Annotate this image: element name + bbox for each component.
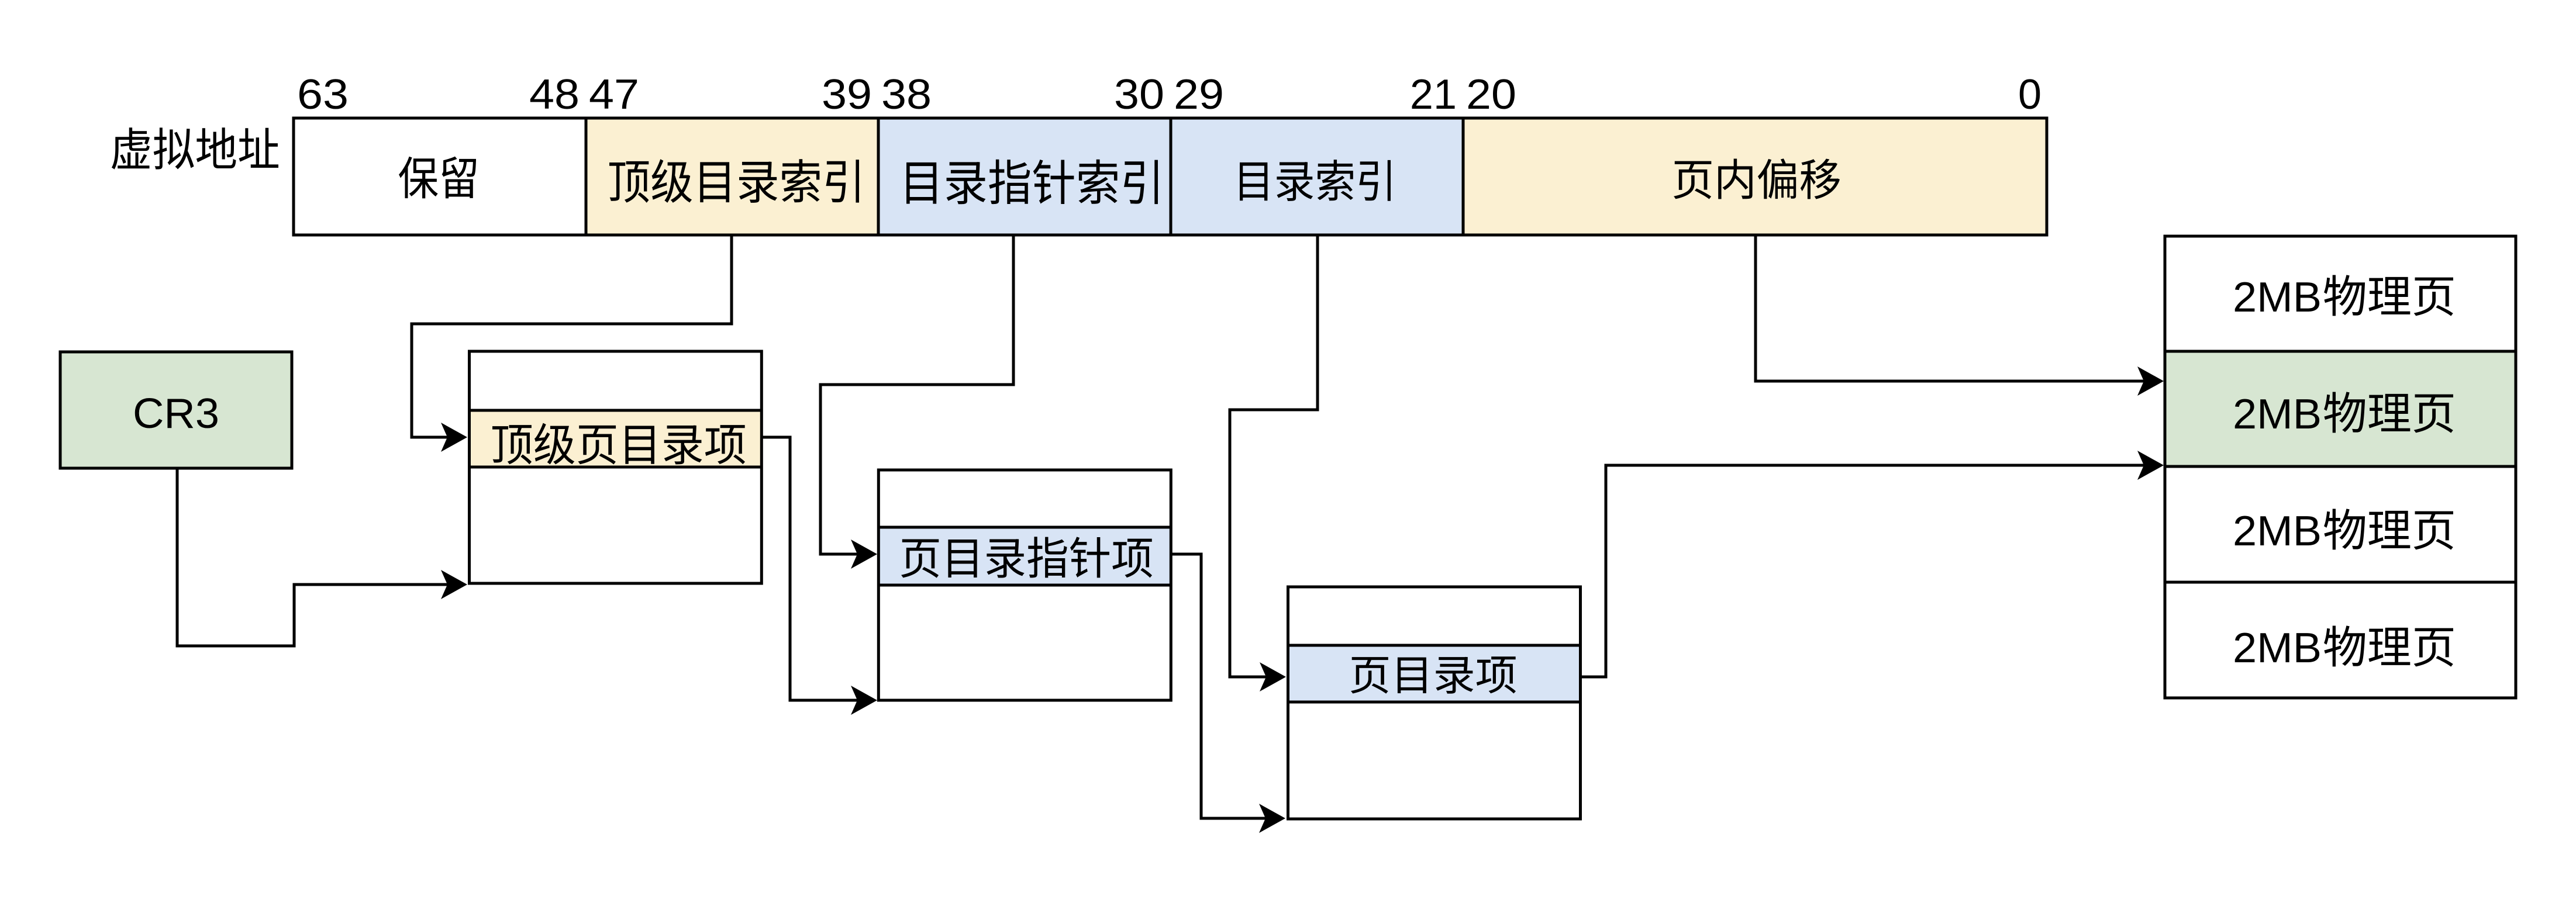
svg-text:38: 38: [881, 71, 932, 118]
svg-text:2MB: 2MB: [2233, 625, 2322, 672]
svg-text:39: 39: [822, 71, 872, 118]
svg-text:CR3: CR3: [133, 390, 219, 437]
svg-text:2MB: 2MB: [2233, 274, 2322, 321]
svg-text:63: 63: [297, 71, 349, 118]
svg-text:30: 30: [1114, 71, 1164, 118]
svg-text:48: 48: [529, 71, 580, 118]
svg-text:0: 0: [2018, 71, 2042, 118]
svg-text:47: 47: [589, 71, 639, 118]
svg-text:2MB: 2MB: [2233, 508, 2322, 555]
svg-text:20: 20: [1466, 71, 1516, 118]
svg-text:21: 21: [1410, 71, 1457, 118]
svg-text:2MB: 2MB: [2233, 391, 2322, 438]
svg-text:29: 29: [1174, 71, 1224, 118]
